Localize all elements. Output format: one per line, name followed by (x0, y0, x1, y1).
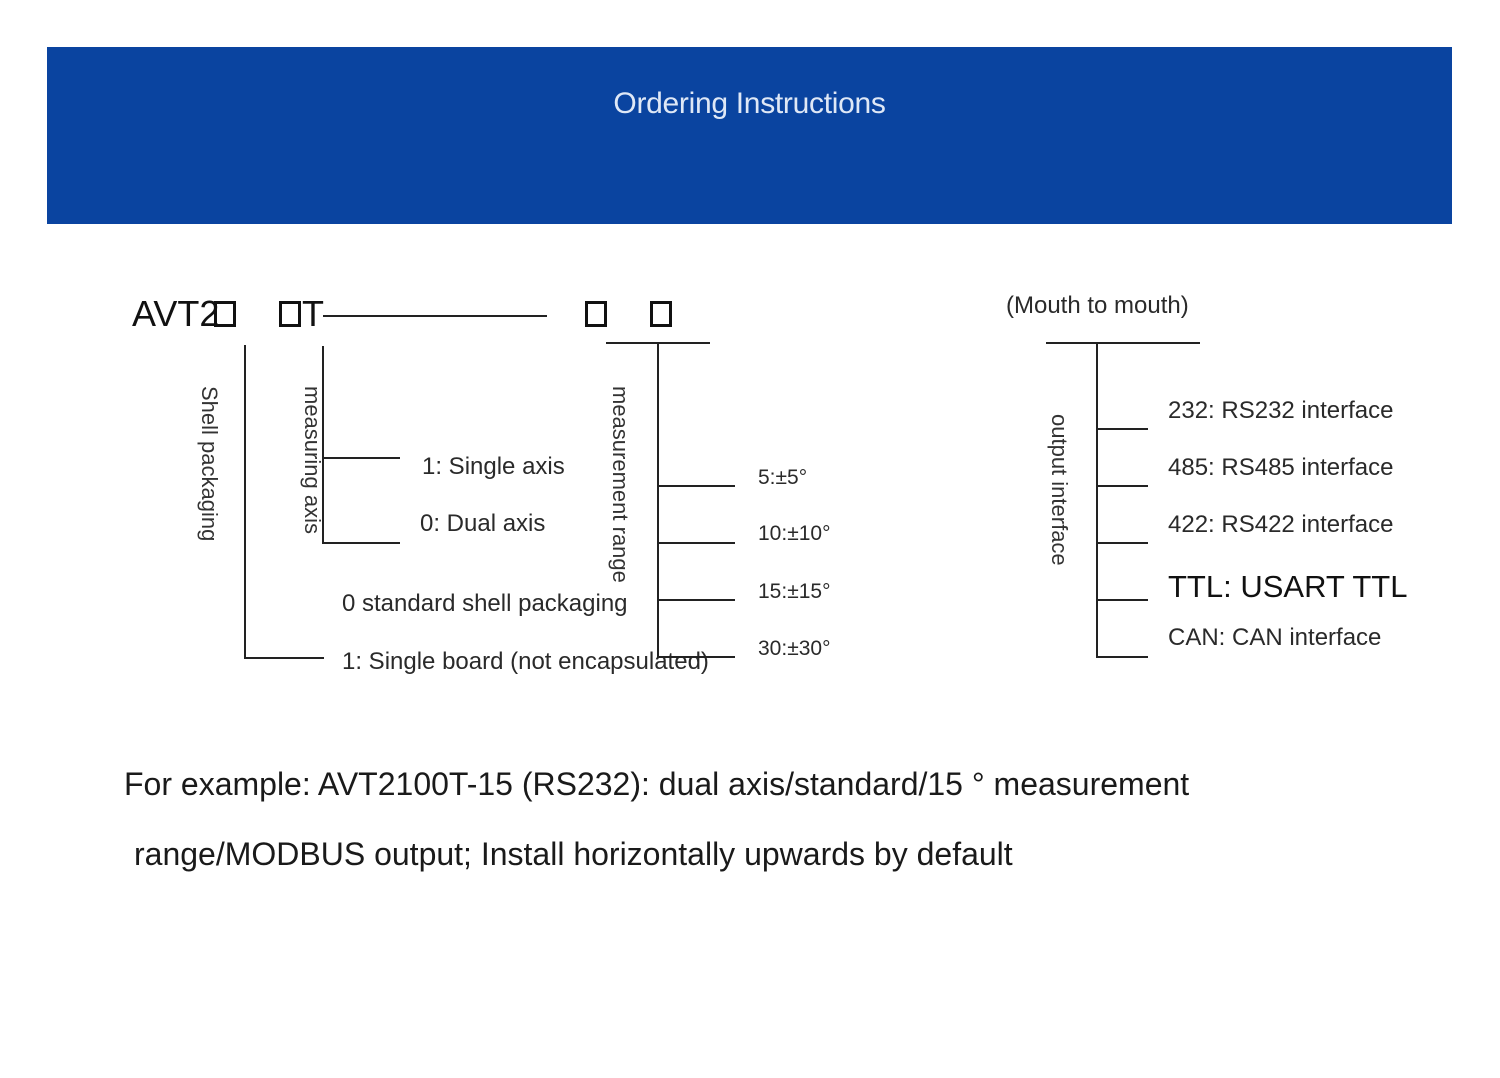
output-branch-can (1096, 656, 1148, 658)
output-option-ttl: TTL: USART TTL (1168, 569, 1408, 604)
shell-bottom-line (244, 657, 324, 659)
axis-vertical-line (322, 346, 324, 544)
placeholder-box-2 (279, 301, 301, 327)
placeholder-box-4 (650, 301, 672, 327)
range-option-5: 5:±5° (758, 466, 808, 489)
example-line-2: range/MODBUS output; Install horizontall… (134, 836, 1013, 872)
placeholder-box-3 (585, 301, 607, 327)
code-dash-line (323, 315, 547, 317)
output-branch-ttl (1096, 599, 1148, 601)
shell-option-1: 1: Single board (not encapsulated) (342, 648, 709, 675)
axis-branch-dual (322, 542, 400, 544)
range-branch-15 (657, 599, 735, 601)
output-option-can: CAN: CAN interface (1168, 624, 1382, 651)
shell-packaging-label: Shell packaging (197, 386, 222, 542)
range-branch-5 (657, 485, 735, 487)
range-option-15: 15:±15° (758, 580, 831, 603)
output-vertical-line (1096, 342, 1098, 658)
model-prefix: AVT2 (132, 293, 220, 334)
shell-option-0: 0 standard shell packaging (342, 590, 628, 617)
output-interface-label: output interface (1047, 414, 1072, 566)
output-branch-422 (1096, 542, 1148, 544)
output-branch-485 (1096, 485, 1148, 487)
output-option-232: 232: RS232 interface (1168, 397, 1394, 424)
page-title: Ordering Instructions (613, 87, 886, 120)
axis-option-1: 0: Dual axis (420, 510, 546, 537)
axis-option-0: 1: Single axis (422, 453, 565, 480)
example-line-1: For example: AVT2100T-15 (RS232): dual a… (124, 766, 1190, 802)
placeholder-box-1 (214, 301, 236, 327)
output-option-422: 422: RS422 interface (1168, 511, 1394, 538)
header-banner: Ordering Instructions (47, 47, 1452, 224)
range-option-30: 30:±30° (758, 637, 831, 660)
range-branch-10 (657, 542, 735, 544)
model-t-char: T (302, 293, 324, 334)
mouth-to-mouth-note: (Mouth to mouth) (1006, 292, 1189, 319)
measuring-axis-label: measuring axis (300, 386, 325, 534)
range-branch-30 (657, 656, 735, 658)
output-top-line (1046, 342, 1200, 344)
axis-branch-single (322, 457, 400, 459)
output-branch-232 (1096, 428, 1148, 430)
measurement-range-label: measurement range (608, 386, 633, 583)
output-option-485: 485: RS485 interface (1168, 454, 1394, 481)
range-vertical-line (657, 342, 659, 658)
shell-vertical-line (244, 345, 246, 659)
range-option-10: 10:±10° (758, 522, 831, 545)
